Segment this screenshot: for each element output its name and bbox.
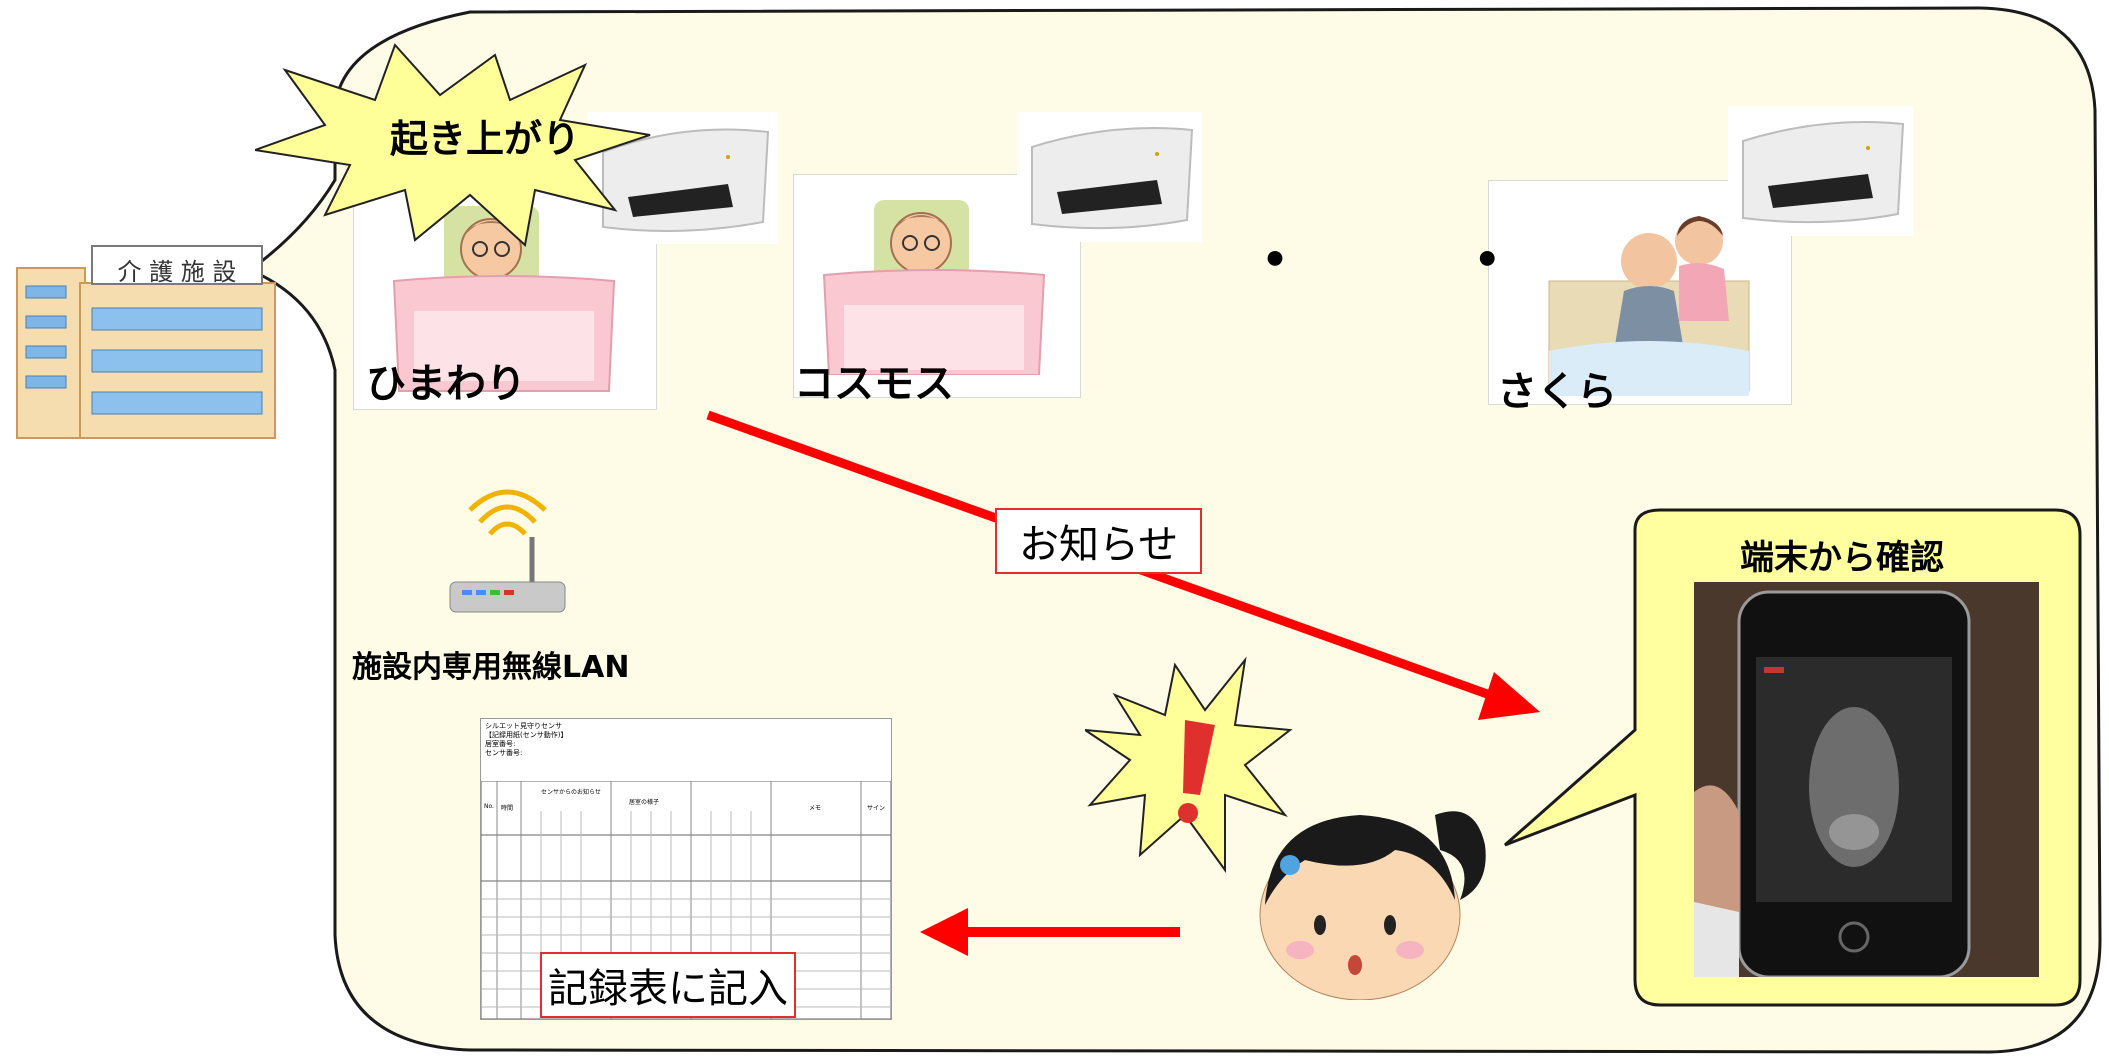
facility-sign-text: 介 護 施 設 — [117, 258, 237, 286]
room-name-himawari: ひまわり — [366, 361, 526, 407]
terminal-label: 端末から確認 — [1740, 538, 1944, 578]
room-cosmos: コスモス — [793, 174, 1081, 407]
alert-burst-icon — [1085, 656, 1293, 874]
caregiver-girl-icon — [1259, 811, 1486, 1000]
wifi-router-icon — [449, 489, 566, 613]
room-name-cosmos: コスモス — [794, 361, 954, 407]
room-name-sakura: さくら — [1497, 369, 1617, 415]
care-facility-building: 介 護 施 設 — [12, 238, 282, 448]
record-sheet-room: 居室番号: — [485, 740, 516, 748]
record-col-memo: メモ — [809, 805, 822, 812]
sensor-unit-icon — [1017, 112, 1202, 242]
getting-up-burst-shape — [255, 43, 651, 247]
record-col-room: 居室の様子 — [629, 799, 660, 806]
record-sheet-subtitle: 【記録用紙(センサ動作)】 — [485, 731, 568, 739]
caregiver-helping-patient-icon — [1548, 216, 1750, 396]
record-sheet-sensor: センサ番号: — [485, 749, 523, 757]
getting-up-label: 起き上がり — [390, 117, 581, 161]
record-sheet-title: シルエット見守りセンサ — [485, 722, 562, 730]
sensor-unit-icon — [1728, 106, 1913, 236]
wifi-label: 施設内専用無線LAN — [352, 650, 630, 685]
bed-with-patient-icon — [822, 200, 1046, 375]
record-col-no: No. — [484, 803, 494, 810]
record-col-time: 時間 — [501, 805, 514, 812]
notify-label: お知らせ — [995, 508, 1203, 574]
building-icon — [16, 245, 276, 439]
record-label: 記録表に記入 — [540, 952, 796, 1018]
more-rooms-ellipsis: ・ ・ — [1240, 220, 1583, 302]
record-col-notice: センサからのお知らせ — [541, 789, 601, 796]
smartphone-photo — [1694, 582, 2039, 977]
record-col-sign: サイン — [867, 805, 886, 812]
smartphone-icon — [1694, 582, 2039, 977]
